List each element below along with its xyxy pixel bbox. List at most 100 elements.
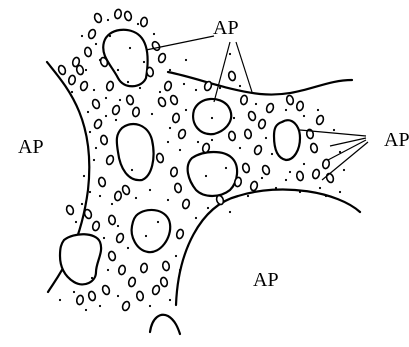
stipple-dot (289, 171, 291, 173)
leader-line (330, 138, 366, 146)
particle (312, 169, 321, 180)
particle (136, 291, 144, 301)
stipple-dot (71, 91, 73, 93)
particle (98, 177, 107, 188)
stipple-dot (119, 99, 121, 101)
particle (87, 29, 96, 40)
stipple-dot (105, 115, 107, 117)
particle (244, 129, 252, 139)
particle (174, 183, 182, 193)
stipple-dot (99, 59, 101, 61)
particle (250, 181, 259, 192)
particle (93, 13, 102, 24)
stipple-dot (103, 237, 105, 239)
bottom-curl (150, 315, 180, 334)
particle (126, 95, 135, 106)
particle (286, 95, 295, 106)
stipple-dot (299, 191, 301, 193)
stipple-dot (117, 295, 119, 297)
particle (91, 99, 100, 110)
stipple-dot (59, 299, 61, 301)
particle (76, 65, 85, 76)
particle (118, 265, 126, 275)
particle (310, 143, 319, 154)
particle (164, 81, 173, 92)
stipple-dot (89, 191, 91, 193)
particle (228, 131, 236, 141)
stipple-dot (285, 109, 287, 111)
stipple-dot (197, 141, 199, 143)
stipple-dot (265, 137, 267, 139)
particle (105, 155, 114, 166)
stipple-dot (111, 203, 113, 205)
particle (88, 291, 97, 302)
stipple-dot (115, 119, 117, 121)
particle (140, 17, 148, 27)
pore (188, 152, 237, 196)
particle (115, 233, 124, 244)
leader-lines (146, 36, 368, 180)
stipple-dot (255, 103, 257, 105)
stipple-dot (261, 177, 263, 179)
stipple-dot (271, 153, 273, 155)
stipple-dot (169, 127, 171, 129)
stipple-dot (95, 147, 97, 149)
leader-line (236, 42, 252, 92)
particle (177, 129, 186, 140)
stipple-dot (343, 169, 345, 171)
particle (296, 101, 304, 111)
stipple-dot (149, 305, 151, 307)
particle (76, 295, 84, 305)
particle (128, 277, 137, 288)
stipple-dot (99, 305, 101, 307)
particle (156, 153, 165, 164)
pore (132, 210, 171, 252)
stipple-dot (83, 175, 85, 177)
particle (176, 229, 185, 240)
particle (121, 185, 130, 196)
stipple-dot (93, 159, 95, 161)
stipple-dot (211, 139, 213, 141)
stipple-dot (149, 189, 151, 191)
particle (265, 103, 274, 114)
particle (79, 81, 88, 92)
stipple-dot (183, 83, 185, 85)
stipple-dot (131, 169, 133, 171)
particle (242, 163, 251, 174)
stipple-dot (187, 245, 189, 247)
pores (60, 30, 300, 285)
stipple-dot (105, 97, 107, 99)
pore (103, 30, 147, 87)
stipple-dot (205, 175, 207, 177)
stipple-dot (93, 89, 95, 91)
stipple-dot (143, 61, 145, 63)
stipple-dot (107, 269, 109, 271)
stipple-dot (99, 195, 101, 197)
stipple-dot (117, 225, 119, 227)
stipple-dot (175, 255, 177, 257)
stipple-dot (303, 115, 305, 117)
particle (124, 11, 133, 22)
stipple-dot (169, 69, 171, 71)
particle (240, 95, 248, 105)
particle (100, 135, 108, 145)
particle (84, 47, 92, 57)
stipple-dot (153, 33, 155, 35)
leader-line (328, 140, 366, 160)
particle (261, 165, 270, 176)
stipple-dot (229, 53, 231, 55)
stipple-dot (85, 69, 87, 71)
stipple-dot (167, 199, 169, 201)
stipple-dot (81, 203, 83, 205)
particle (325, 173, 334, 184)
stipple-dot (95, 43, 97, 45)
stipple-dot (211, 117, 213, 119)
label-bottom: AP (253, 269, 279, 291)
stipple-dot (89, 131, 91, 133)
particle (151, 285, 160, 296)
stipple-dot (225, 167, 227, 169)
particle (322, 159, 330, 169)
leader-line (214, 42, 230, 102)
stipple-dot (73, 291, 75, 293)
